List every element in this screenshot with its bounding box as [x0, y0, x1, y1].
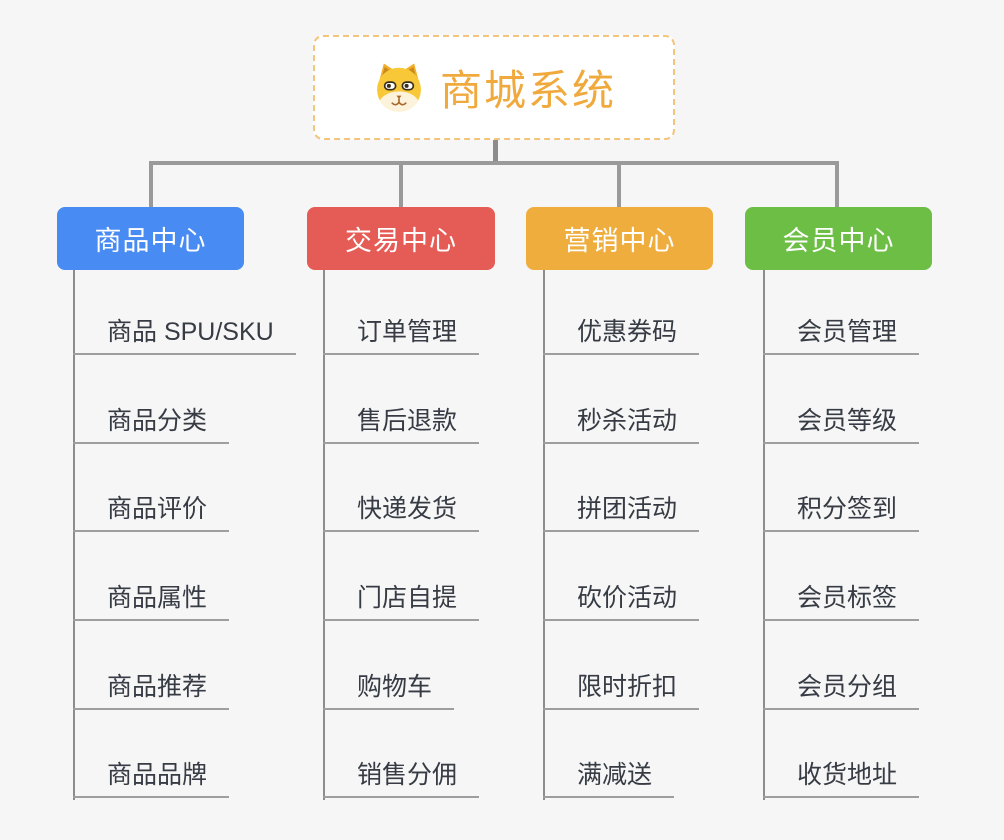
leaf-node-product-review[interactable]: 商品评价	[73, 494, 230, 532]
leaf-node-member-level[interactable]: 会员等级	[763, 406, 920, 444]
leaf-node-member-management[interactable]: 会员管理	[763, 317, 920, 355]
leaf-node-store-pickup[interactable]: 门店自提	[323, 583, 480, 621]
connector-drop-product	[149, 161, 153, 207]
leaf-node-product-spu-sku[interactable]: 商品 SPU/SKU	[73, 317, 296, 355]
connector-root-drop	[493, 140, 498, 163]
branch-line-marketing	[543, 270, 545, 800]
root-node[interactable]: 商城系统	[313, 35, 675, 140]
leaf-node-full-reduction[interactable]: 满减送	[543, 760, 675, 798]
root-title: 商城系统	[439, 67, 616, 114]
leaf-node-points-checkin[interactable]: 积分签到	[763, 494, 920, 532]
leaf-node-sales-commission[interactable]: 销售分佣	[323, 760, 480, 798]
leaf-node-aftersale-refund[interactable]: 售后退款	[323, 406, 480, 444]
leaf-node-limited-time-discount[interactable]: 限时折扣	[543, 672, 700, 710]
branch-line-trade	[323, 270, 325, 800]
connector-drop-trade	[399, 163, 403, 207]
leaf-node-shopping-cart[interactable]: 购物车	[323, 672, 455, 710]
branch-line-product	[73, 270, 75, 800]
branch-node-product-center[interactable]: 商品中心	[57, 207, 244, 270]
leaf-node-member-tag[interactable]: 会员标签	[763, 583, 920, 621]
connector-horizontal	[149, 161, 839, 165]
leaf-node-order-management[interactable]: 订单管理	[323, 317, 480, 355]
leaf-node-flash-sale[interactable]: 秒杀活动	[543, 406, 700, 444]
leaf-node-product-recommend[interactable]: 商品推荐	[73, 672, 230, 710]
leaf-node-member-group[interactable]: 会员分组	[763, 672, 920, 710]
dog-face-icon	[377, 63, 421, 112]
leaf-node-bargain-activity[interactable]: 砍价活动	[543, 583, 700, 621]
leaf-node-shipping-address[interactable]: 收货地址	[763, 760, 920, 798]
branch-node-trade-center[interactable]: 交易中心	[307, 207, 495, 270]
leaf-node-coupon-code[interactable]: 优惠券码	[543, 317, 700, 355]
leaf-node-express-shipping[interactable]: 快递发货	[323, 494, 480, 532]
branch-line-member	[763, 270, 765, 800]
leaf-node-product-brand[interactable]: 商品品牌	[73, 760, 230, 798]
branch-node-marketing-center[interactable]: 营销中心	[526, 207, 713, 270]
branch-node-member-center[interactable]: 会员中心	[745, 207, 932, 270]
connector-drop-member	[835, 161, 839, 207]
connector-drop-marketing	[617, 163, 621, 207]
leaf-node-group-buy[interactable]: 拼团活动	[543, 494, 700, 532]
leaf-node-product-category[interactable]: 商品分类	[73, 406, 230, 444]
leaf-node-product-attribute[interactable]: 商品属性	[73, 583, 230, 621]
